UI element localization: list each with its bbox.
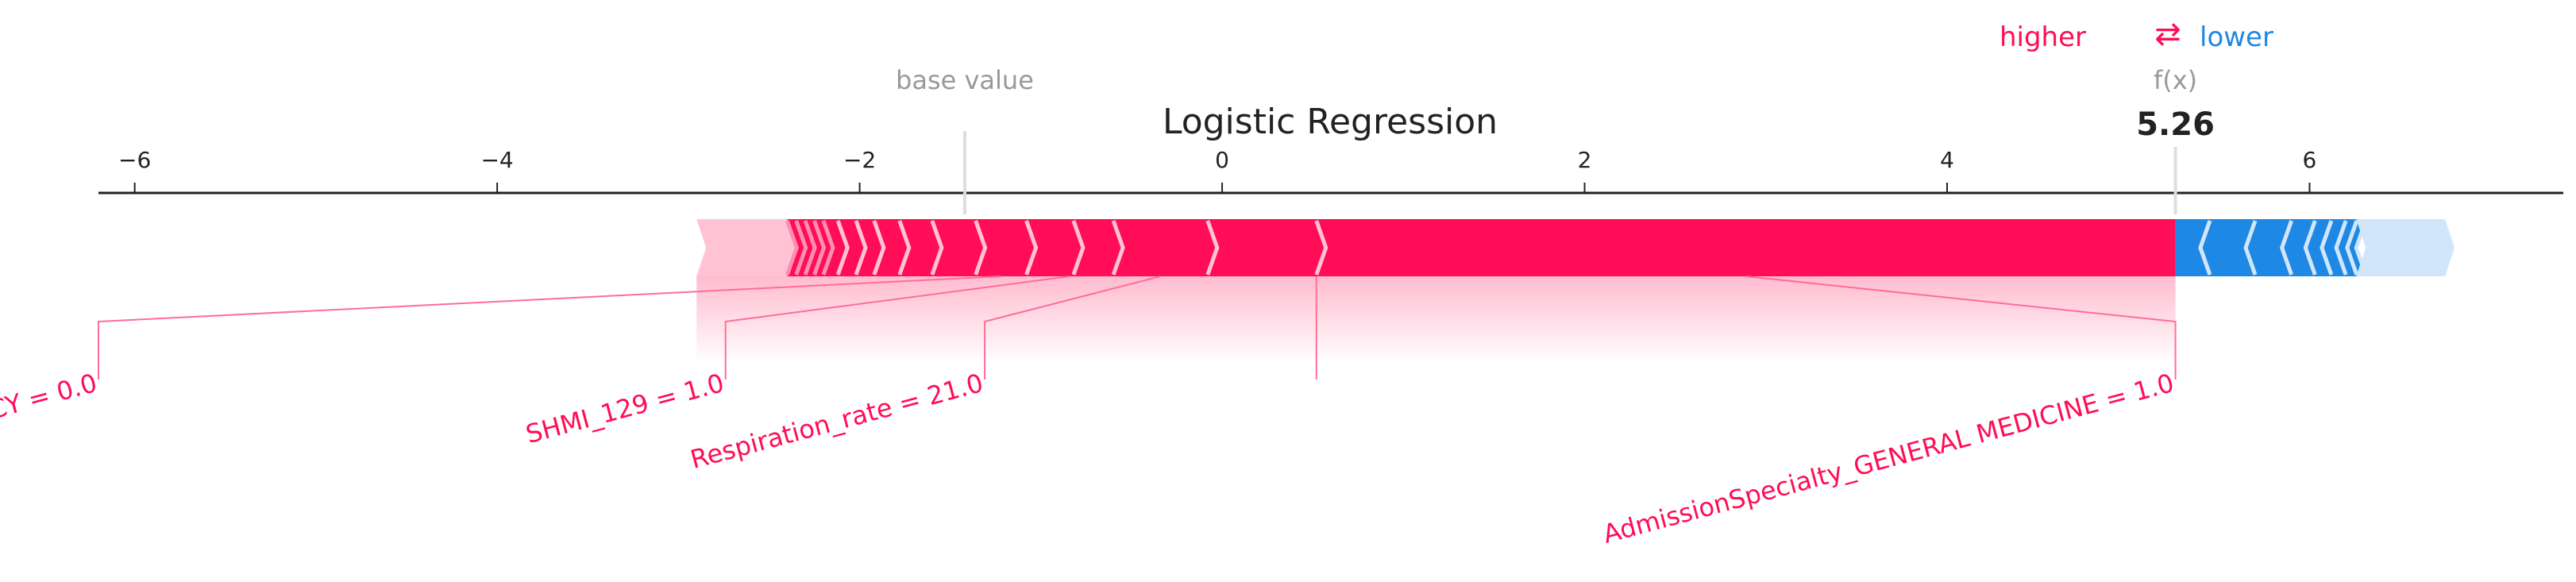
- x-tick-label: 2: [1578, 147, 1592, 173]
- negative-bar: [2175, 219, 2366, 276]
- fx-label: f(x): [2154, 65, 2197, 95]
- positive-feature-separator: [1205, 220, 1220, 276]
- negative-minor-segment: [2356, 219, 2455, 276]
- chart-title: Logistic Regression: [1163, 102, 1498, 142]
- negative-feature-separator: [2345, 220, 2359, 276]
- negative-feature-separator: [2354, 220, 2368, 276]
- positive-feature-separator: [821, 220, 835, 276]
- positive-feature-separator: [794, 220, 808, 276]
- x-tick-label: −2: [843, 147, 876, 173]
- x-tick-label: 4: [1940, 147, 1954, 173]
- positive-feature-separator: [803, 220, 817, 276]
- feature-label: AdmissionSpecialty_ACCIDENT & EMERGENCY …: [0, 368, 100, 569]
- contribution-fade: [696, 276, 2176, 364]
- positive-feature-separator: [1314, 220, 1328, 276]
- legend-arrow-icon: ⇄: [2154, 16, 2181, 52]
- positive-feature-separator: [812, 220, 827, 276]
- negative-feature-separator: [2334, 220, 2348, 276]
- x-tick-label: 6: [2303, 147, 2317, 173]
- feature-connector: [724, 276, 1070, 380]
- positive-feature-separator: [1071, 220, 1086, 276]
- x-tick-label: −4: [480, 147, 513, 173]
- feature-label: Respiration_rate = 21.0: [687, 368, 986, 475]
- positive-feature-separator: [930, 220, 944, 276]
- base-value-label: base value: [896, 65, 1034, 95]
- positive-feature-separator: [1111, 220, 1125, 276]
- positive-feature-separator: [854, 220, 868, 276]
- x-tick-label: −6: [118, 147, 151, 173]
- legend-lower-label: lower: [2200, 21, 2273, 53]
- negative-feature-separator: [2243, 220, 2258, 276]
- legend-higher-label: higher: [1999, 21, 2086, 53]
- feature-connector: [1745, 276, 2177, 380]
- positive-feature-separator: [872, 220, 886, 276]
- feature-label: AdmissionSpecialty_GENERAL MEDICINE = 1.…: [1600, 368, 2177, 549]
- positive-feature-separator: [785, 220, 799, 276]
- x-tick-label: 0: [1215, 147, 1229, 173]
- feature-connector: [984, 276, 1161, 380]
- positive-feature-separator: [835, 220, 850, 276]
- positive-feature-separator: [974, 220, 988, 276]
- fx-value: 5.26: [2136, 106, 2215, 143]
- feature-label: SHMI_129 = 1.0: [523, 368, 727, 449]
- negative-feature-separator: [2303, 220, 2317, 276]
- negative-feature-separator: [2320, 220, 2334, 276]
- feature-connector: [98, 276, 1001, 380]
- negative-feature-separator: [2198, 220, 2212, 276]
- positive-feature-separator: [897, 220, 912, 276]
- positive-feature-separator: [1024, 220, 1039, 276]
- negative-feature-separator: [2279, 220, 2294, 276]
- positive-minor-segment: [696, 219, 797, 276]
- positive-bar: [787, 219, 2176, 276]
